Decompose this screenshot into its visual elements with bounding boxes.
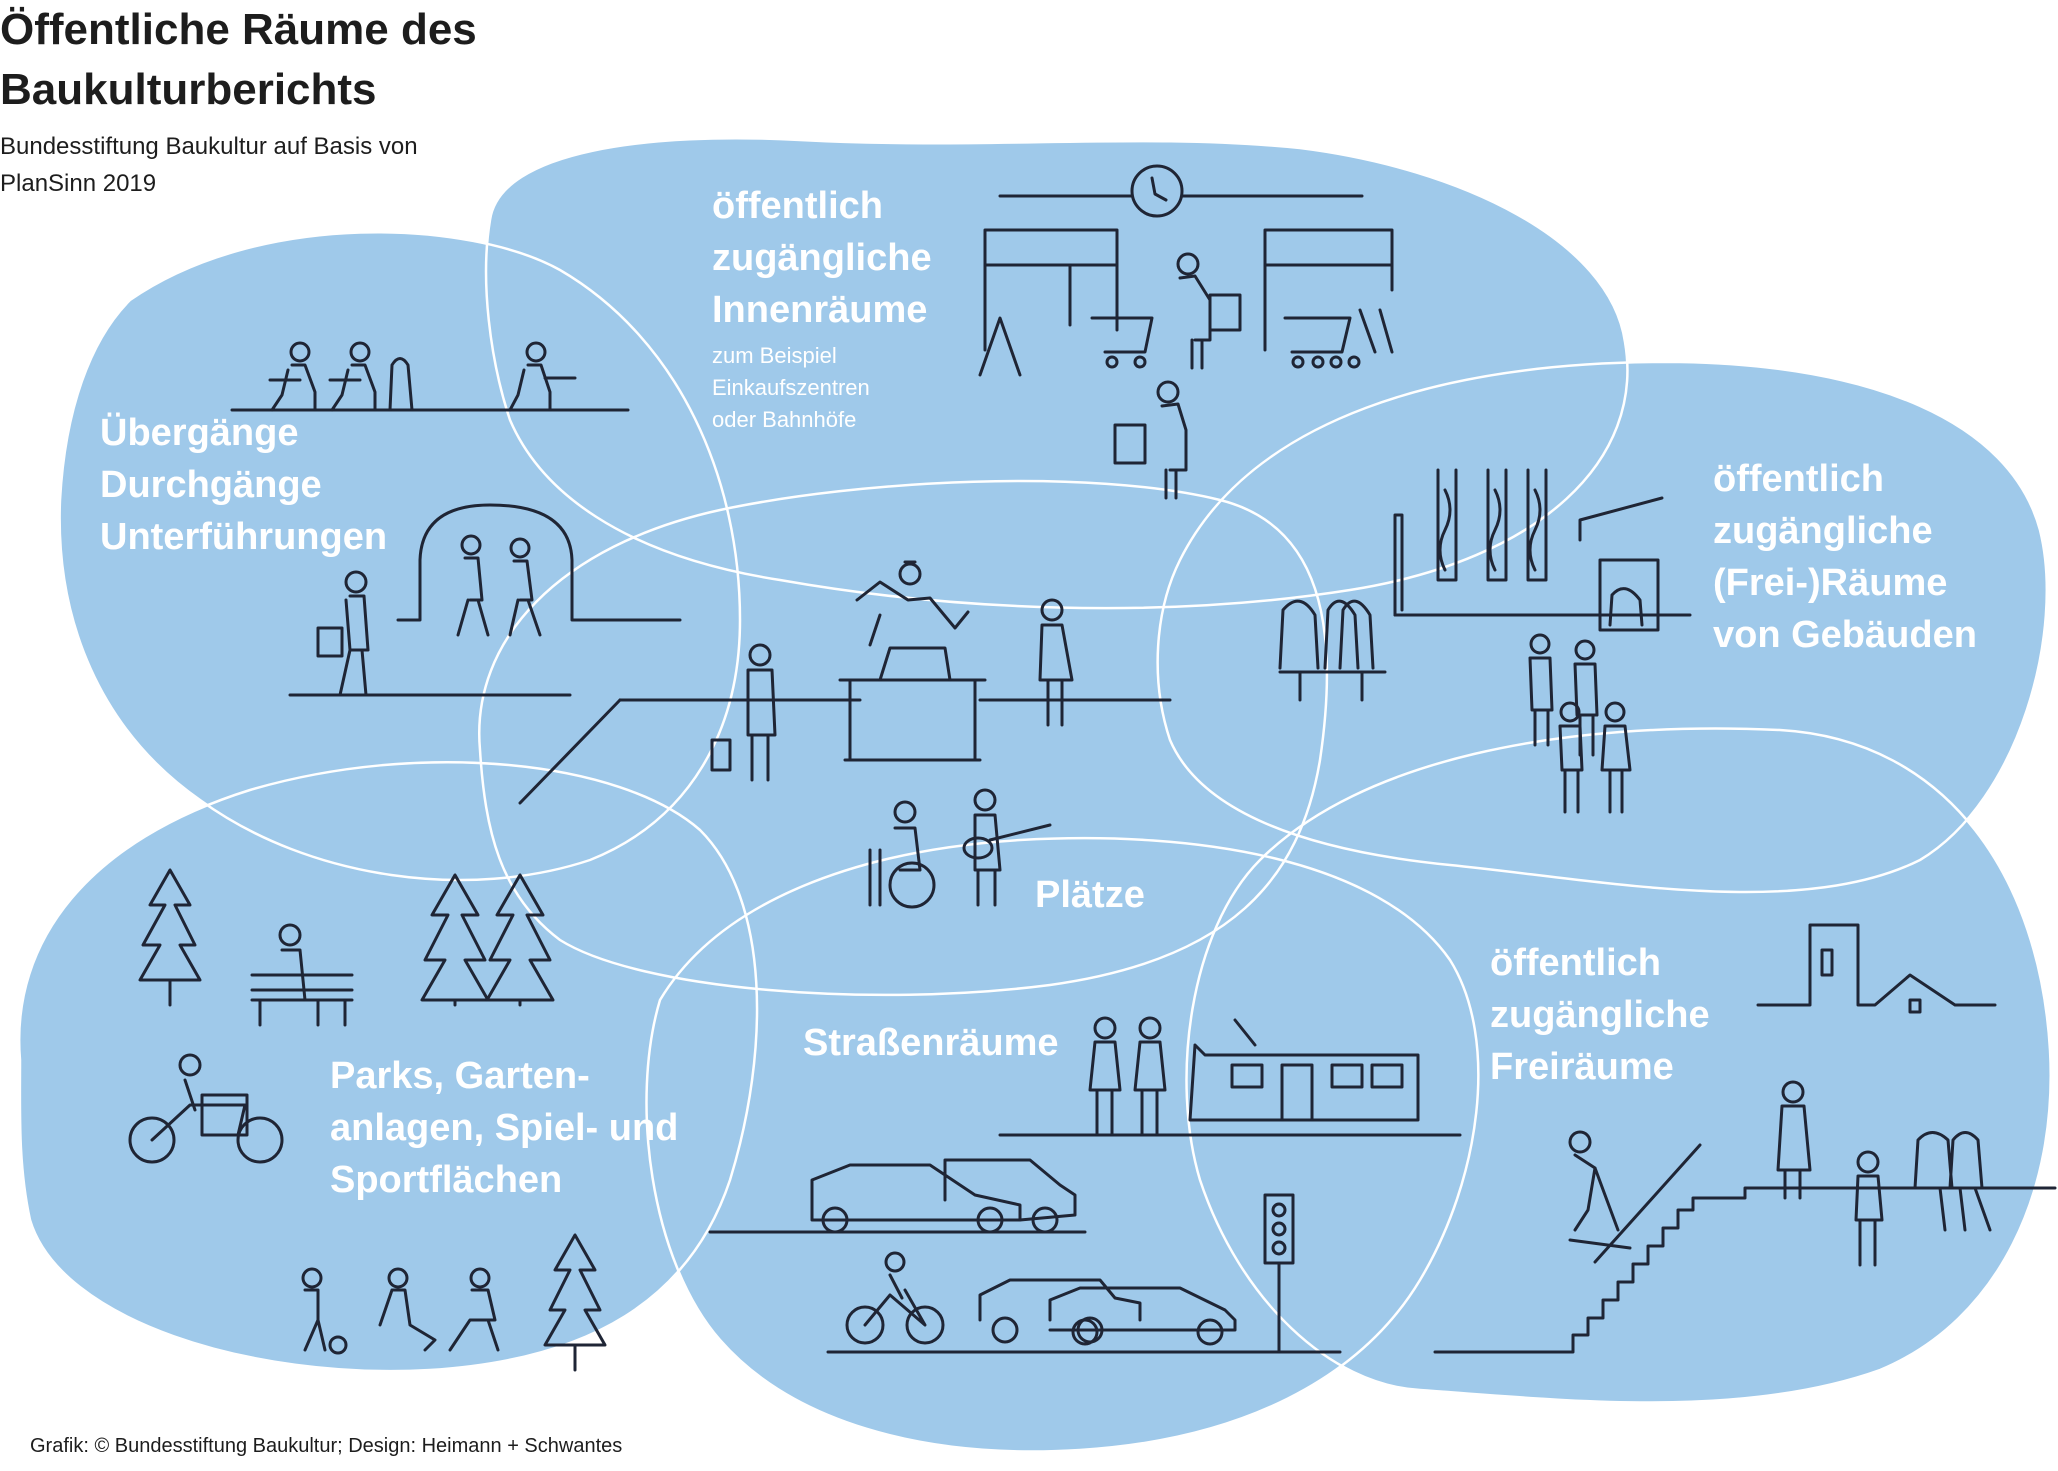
outline-uebergaenge xyxy=(58,230,742,882)
label-innenraeume-line3: Innenräume xyxy=(712,289,927,331)
street-pedestrians-icon xyxy=(1088,1016,1167,1137)
outline-freiraeume xyxy=(1185,727,2052,1404)
blob-freiraeume xyxy=(1186,728,2051,1403)
label-gebaeude-line1: öffentlich xyxy=(1713,458,1884,500)
pictograms xyxy=(128,164,2057,1372)
label-plaetze: Plätze xyxy=(1035,874,1145,916)
footer-credit: Grafik: © Bundesstiftung Baukultur; Desi… xyxy=(30,1435,623,1457)
stairs-icon xyxy=(1433,1143,2057,1354)
skateboarder-icon xyxy=(1568,1130,1632,1250)
area-labels: öffentlich zugängliche Innenräume zum Be… xyxy=(100,185,1977,1201)
kiosk-right-icon xyxy=(1263,228,1394,352)
blob-outlines xyxy=(17,136,2052,1453)
bench-icon xyxy=(250,923,354,1027)
label-freiraeume-line1: öffentlich xyxy=(1490,942,1661,984)
spectators-icon xyxy=(1776,1080,1992,1267)
note-innenraeume-line1: zum Beispiel xyxy=(712,343,837,368)
subtitle-line-1: Bundesstiftung Baukultur auf Basis von xyxy=(0,133,418,160)
label-uebergaenge-line1: Übergänge xyxy=(100,411,298,454)
label-gebaeude-line2: zugängliche xyxy=(1713,510,1933,552)
tree-icon xyxy=(138,868,607,1372)
building-facade-icon xyxy=(1393,468,1692,632)
label-gebaeude-line3: (Frei-)Räume xyxy=(1713,562,1947,604)
label-parks-line2: anlagen, Spiel- und xyxy=(330,1107,678,1149)
label-uebergaenge-line2: Durchgänge xyxy=(100,464,322,506)
label-freiraeume-line2: zugängliche xyxy=(1490,994,1710,1036)
blob-fills xyxy=(19,138,2051,1452)
label-freiraeume-line3: Freiräume xyxy=(1490,1046,1674,1088)
playground-people-icon xyxy=(301,1267,500,1355)
car-icon xyxy=(708,1158,1342,1354)
clock-icon xyxy=(998,164,1364,218)
title-line-1: Öffentliche Räume des xyxy=(0,5,477,54)
outline-plaetze xyxy=(477,479,1329,997)
statue-monument-icon xyxy=(838,560,987,762)
cargo-bike-icon xyxy=(128,1053,284,1164)
standing-group-icon xyxy=(1528,633,1632,814)
kiosk-left-icon xyxy=(978,228,1119,377)
label-parks-line3: Sportflächen xyxy=(330,1159,562,1201)
shopper-icon xyxy=(1113,252,1242,500)
label-innenraeume-line2: zugängliche xyxy=(712,237,932,279)
tram-icon xyxy=(998,1018,1462,1137)
label-innenraeume-line1: öffentlich xyxy=(712,185,883,227)
shopping-cart-icon xyxy=(1090,308,1394,369)
label-uebergaenge-line3: Unterführungen xyxy=(100,516,387,558)
subtitle-line-2: PlanSinn 2019 xyxy=(0,170,157,197)
passage-arch-icon xyxy=(396,503,682,622)
label-strassen: Straßenräume xyxy=(803,1022,1059,1064)
traffic-light-icon xyxy=(1263,1193,1295,1354)
outline-gebaeude xyxy=(1156,360,2048,894)
bicycle-icon xyxy=(845,1251,945,1345)
cafe-table-icon xyxy=(230,341,630,412)
musician-icon xyxy=(868,788,1052,909)
cafe-group-icon xyxy=(1278,599,1387,702)
plaza-pedestrian-icon xyxy=(518,598,1172,805)
outline-strassen xyxy=(645,836,1480,1453)
pedestrian-icon xyxy=(288,534,572,697)
blob-parks xyxy=(19,762,758,1372)
house-icon xyxy=(1756,923,1997,1014)
label-parks-line1: Parks, Garten- xyxy=(330,1055,590,1097)
label-gebaeude-line4: von Gebäuden xyxy=(1713,614,1977,656)
outline-innenraeume xyxy=(484,136,1629,610)
title-line-2: Baukulturberichts xyxy=(0,65,377,114)
note-innenraeume-line2: Einkaufszentren xyxy=(712,375,870,400)
note-innenraeume-line3: oder Bahnhöfe xyxy=(712,407,856,432)
outline-parks xyxy=(17,761,759,1373)
